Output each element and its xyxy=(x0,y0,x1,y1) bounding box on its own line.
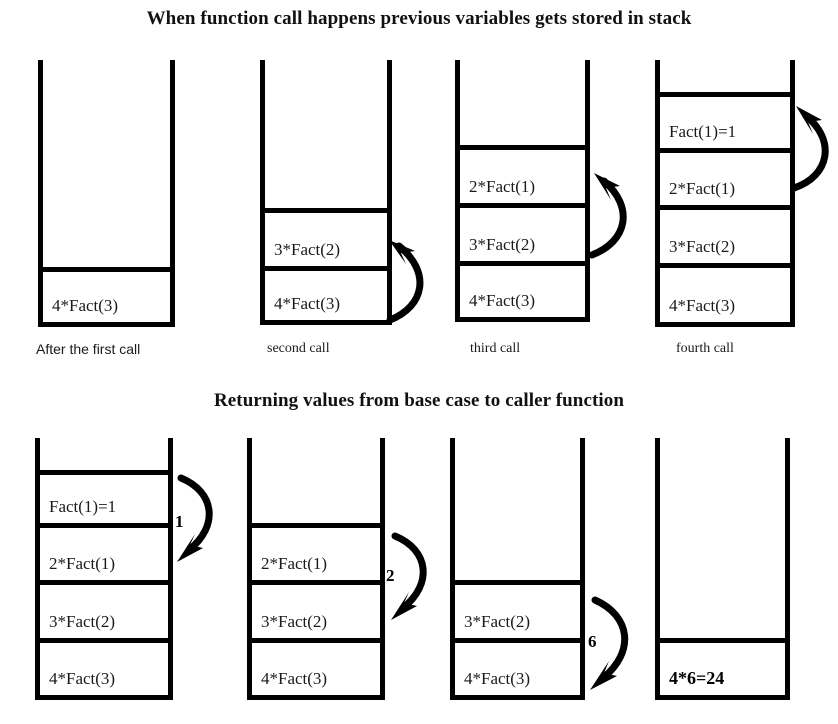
stack-cell-label: 4*Fact(3) xyxy=(669,296,736,315)
stack-cell-result: 4*6=24 xyxy=(655,638,790,700)
stack-right-wall xyxy=(380,438,385,700)
stack-first-call: 4*Fact(3) xyxy=(38,60,175,327)
return-stack-three: 3*Fact(2) 4*Fact(3) xyxy=(450,438,585,700)
push-arrow-up xyxy=(386,240,424,324)
stack-cell: Fact(1)=1 xyxy=(35,470,173,523)
stack-cell-label: 4*Fact(3) xyxy=(49,669,116,688)
stack-cell: Fact(1)=1 xyxy=(655,92,795,148)
stack-caption-first-call: After the first call xyxy=(36,341,141,357)
stack-cell: 2*Fact(1) xyxy=(455,145,590,203)
return-arrow-down xyxy=(590,596,629,690)
stack-cell: 3*Fact(2) xyxy=(655,205,795,263)
stack-cell-label: 4*Fact(3) xyxy=(469,291,536,310)
stack-left-wall xyxy=(450,438,455,700)
stack-right-wall xyxy=(387,60,392,325)
stack-cell: 4*Fact(3) xyxy=(38,267,175,327)
stack-right-wall xyxy=(580,438,585,700)
bottom-section-heading: Returning values from base case to calle… xyxy=(213,390,625,411)
final-result-label: 4*6=24 xyxy=(669,668,725,688)
stack-caption-second-call: second call xyxy=(267,341,330,356)
stack-cell: 3*Fact(2) xyxy=(455,203,590,261)
return-arrow-down xyxy=(177,474,213,562)
stack-cell: 4*Fact(3) xyxy=(655,263,795,327)
stack-third-call: 2*Fact(1) 3*Fact(2) 4*Fact(3) xyxy=(455,60,590,322)
stack-second-call: 3*Fact(2) 4*Fact(3) xyxy=(260,60,392,325)
stack-cell: 4*Fact(3) xyxy=(450,638,585,700)
stack-left-wall xyxy=(260,60,265,325)
stack-cell: 2*Fact(1) xyxy=(35,523,173,580)
stack-cell: 3*Fact(2) xyxy=(247,580,385,638)
stack-cell-label: Fact(1)=1 xyxy=(669,122,737,141)
stack-left-wall xyxy=(655,60,660,327)
stack-cell: 3*Fact(2) xyxy=(260,208,392,266)
stack-cell: 4*Fact(3) xyxy=(35,638,173,700)
stack-cell-label: 4*Fact(3) xyxy=(464,669,531,688)
top-section-heading: When function call happens previous vari… xyxy=(146,8,692,29)
stack-cell-label: Fact(1)=1 xyxy=(49,497,117,516)
stack-right-wall xyxy=(585,60,590,322)
stack-cell: 4*Fact(3) xyxy=(247,638,385,700)
stack-right-wall xyxy=(168,438,173,700)
stack-cell: 4*Fact(3) xyxy=(455,261,590,322)
return-stack-one: Fact(1)=1 2*Fact(1) 3*Fact(2) 4*Fact(3) xyxy=(35,438,173,700)
stack-cell-label: 4*Fact(3) xyxy=(261,669,328,688)
stack-left-wall xyxy=(455,60,460,322)
stack-cell-label: 3*Fact(2) xyxy=(469,235,536,254)
return-value-label: 2 xyxy=(386,566,395,585)
push-arrow-up xyxy=(790,106,829,192)
stack-cell: 4*Fact(3) xyxy=(260,266,392,325)
stack-cell: 2*Fact(1) xyxy=(247,523,385,580)
stack-cell-label: 3*Fact(2) xyxy=(261,612,328,631)
return-arrow-down xyxy=(391,532,427,620)
stack-cell-label: 3*Fact(2) xyxy=(49,612,116,631)
stack-cell-label: 2*Fact(1) xyxy=(261,554,328,573)
return-value-label: 6 xyxy=(588,632,597,651)
stack-left-wall xyxy=(35,438,40,700)
return-stack-two: 2*Fact(1) 3*Fact(2) 4*Fact(3) xyxy=(247,438,385,700)
stack-right-wall xyxy=(790,60,795,327)
stack-cell-label: 2*Fact(1) xyxy=(669,179,736,198)
stack-right-wall xyxy=(170,60,175,327)
return-stack-result: 4*6=24 xyxy=(655,438,790,700)
stack-cell-label: 3*Fact(2) xyxy=(464,612,531,631)
stack-cell: 3*Fact(2) xyxy=(35,580,173,638)
return-value-label: 1 xyxy=(175,512,184,531)
stack-cell-label: 4*Fact(3) xyxy=(274,294,341,313)
stack-left-wall xyxy=(655,438,660,700)
stack-cell-label: 4*Fact(3) xyxy=(52,296,119,315)
stack-left-wall xyxy=(247,438,252,700)
stack-cell-label: 3*Fact(2) xyxy=(274,240,341,259)
stack-right-wall xyxy=(785,438,790,700)
stack-cell-label: 2*Fact(1) xyxy=(469,177,536,196)
stack-cell-label: 2*Fact(1) xyxy=(49,554,116,573)
stack-cell: 3*Fact(2) xyxy=(450,580,585,638)
stack-caption-third-call: third call xyxy=(470,341,521,356)
stack-cell: 2*Fact(1) xyxy=(655,148,795,205)
stack-left-wall xyxy=(38,60,43,327)
stack-cell-label: 3*Fact(2) xyxy=(669,237,736,256)
stack-caption-fourth-call: fourth call xyxy=(676,341,734,356)
push-arrow-up xyxy=(588,173,627,259)
stack-fourth-call: Fact(1)=1 2*Fact(1) 3*Fact(2) 4*Fact(3) xyxy=(655,60,795,327)
